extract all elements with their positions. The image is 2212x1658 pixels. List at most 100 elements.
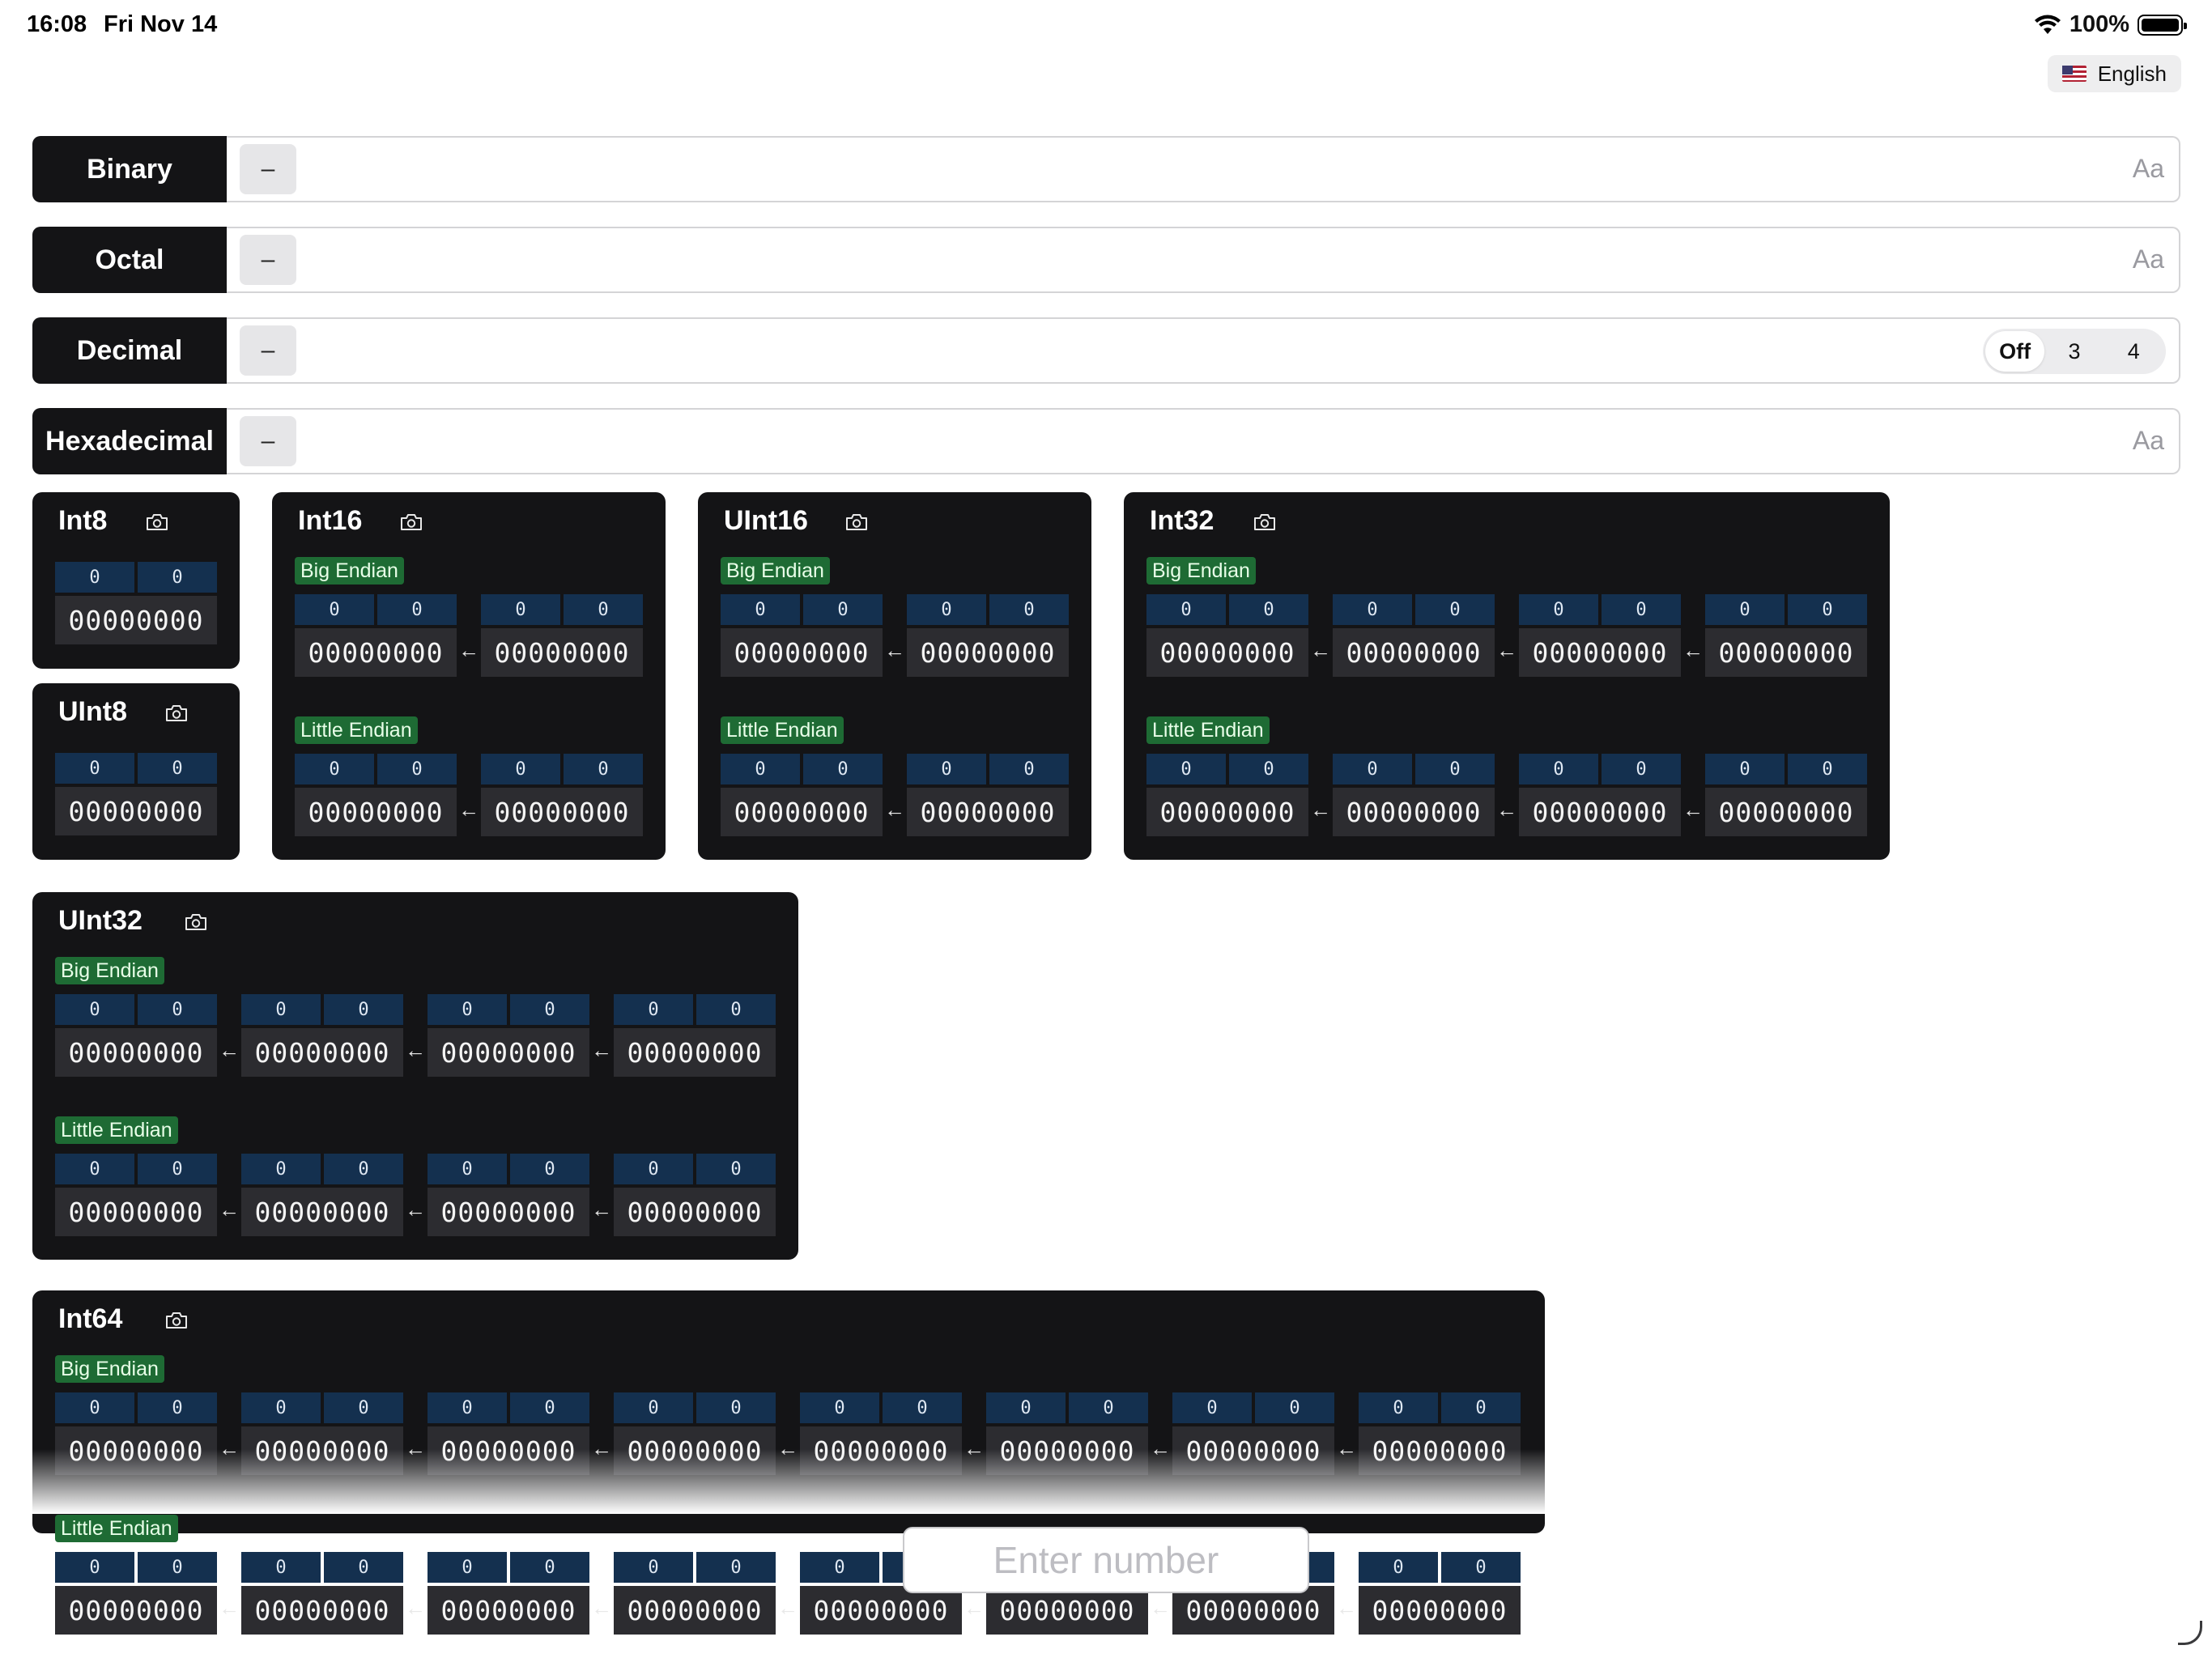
byte-bits: 00000000	[986, 1586, 1148, 1635]
low-nibble: 0	[138, 1552, 217, 1583]
low-nibble: 0	[883, 1392, 962, 1423]
byte-bits: 00000000	[295, 628, 457, 677]
little-endian-badge: Little Endian	[295, 716, 418, 744]
byte-bits: 00000000	[1172, 1586, 1334, 1635]
byte-bits: 00000000	[55, 1586, 217, 1635]
high-nibble: 0	[55, 1552, 134, 1583]
big-endian-badge: Big Endian	[1146, 557, 1256, 585]
arrow-left-icon: ←	[777, 1595, 798, 1620]
camera-icon[interactable]	[185, 913, 207, 931]
high-nibble: 0	[481, 754, 560, 784]
low-nibble: 0	[377, 754, 457, 784]
grouping-off-option[interactable]: Off	[1985, 331, 2045, 372]
low-nibble: 0	[324, 1552, 403, 1583]
byte-bits: 00000000	[1519, 628, 1681, 677]
type-title: UInt32	[58, 905, 143, 936]
arrow-left-icon: ←	[458, 797, 479, 822]
high-nibble: 0	[1146, 594, 1226, 625]
wifi-icon	[2034, 15, 2061, 34]
camera-icon[interactable]	[165, 704, 188, 722]
binary-negate-button[interactable]: –	[240, 144, 296, 194]
high-nibble: 0	[721, 594, 800, 625]
high-nibble: 0	[1333, 594, 1412, 625]
type-title: UInt8	[58, 696, 127, 727]
camera-icon[interactable]	[1253, 513, 1276, 531]
camera-icon[interactable]	[845, 513, 868, 531]
binary-field[interactable]: – Aa	[227, 136, 2180, 202]
high-nibble: 0	[55, 994, 134, 1025]
decimal-negate-button[interactable]: –	[240, 325, 296, 376]
hexadecimal-case-toggle[interactable]: Aa	[2132, 426, 2164, 455]
low-nibble: 0	[696, 1392, 776, 1423]
type-title: Int16	[298, 505, 363, 536]
octal-field[interactable]: – Aa	[227, 227, 2180, 293]
big-endian-badge: Big Endian	[295, 557, 404, 585]
camera-icon[interactable]	[146, 513, 168, 531]
low-nibble: 0	[324, 994, 403, 1025]
low-nibble: 0	[138, 562, 217, 593]
byte-bits: 00000000	[1333, 628, 1495, 677]
high-nibble: 0	[614, 1154, 693, 1184]
hexadecimal-field[interactable]: – Aa	[227, 408, 2180, 474]
arrow-left-icon: ←	[1310, 637, 1331, 662]
byte-bits: 00000000	[800, 1586, 962, 1635]
grouping-3-option[interactable]: 3	[2068, 338, 2081, 363]
arrow-left-icon: ←	[1496, 637, 1517, 662]
binary-row: Binary – Aa	[32, 136, 2180, 202]
octal-case-toggle[interactable]: Aa	[2132, 244, 2164, 274]
byte-bits: 00000000	[428, 1188, 589, 1236]
high-nibble: 0	[1705, 594, 1784, 625]
low-nibble: 0	[803, 594, 883, 625]
low-nibble: 0	[1229, 754, 1308, 784]
decimal-label: Decimal	[32, 317, 227, 384]
high-nibble: 0	[1359, 1392, 1438, 1423]
decimal-field[interactable]: – Off 3 4	[227, 317, 2180, 384]
camera-icon[interactable]	[400, 513, 423, 531]
little-endian-badge: Little Endian	[721, 716, 844, 744]
camera-icon[interactable]	[165, 1312, 188, 1329]
high-nibble: 0	[241, 1392, 321, 1423]
arrow-left-icon: ←	[963, 1595, 985, 1620]
number-input[interactable]	[903, 1527, 1309, 1593]
high-nibble: 0	[907, 594, 986, 625]
high-nibble: 0	[428, 994, 507, 1025]
resize-handle-icon[interactable]	[2178, 1621, 2202, 1645]
language-button[interactable]: English	[2047, 55, 2181, 92]
low-nibble: 0	[510, 1154, 589, 1184]
hexadecimal-negate-button[interactable]: –	[240, 416, 296, 466]
big-endian-badge: Big Endian	[721, 557, 830, 585]
low-nibble: 0	[1788, 754, 1867, 784]
byte-bits: 00000000	[614, 1188, 776, 1236]
low-nibble: 0	[324, 1154, 403, 1184]
arrow-left-icon: ←	[458, 637, 479, 662]
grouping-4-option[interactable]: 4	[2127, 338, 2140, 363]
byte-bits: 00000000	[1146, 788, 1308, 836]
octal-negate-button[interactable]: –	[240, 235, 296, 285]
low-nibble: 0	[564, 754, 643, 784]
high-nibble: 0	[614, 1552, 693, 1583]
byte-bits: 00000000	[614, 1586, 776, 1635]
low-nibble: 0	[1441, 1392, 1521, 1423]
binary-case-toggle[interactable]: Aa	[2132, 154, 2164, 183]
high-nibble: 0	[721, 754, 800, 784]
byte-bits: 00000000	[1705, 628, 1867, 677]
byte-bits: 00000000	[481, 788, 643, 836]
hexadecimal-label: Hexadecimal	[32, 408, 227, 474]
high-nibble: 0	[241, 994, 321, 1025]
low-nibble: 0	[1255, 1392, 1334, 1423]
byte-bits: 00000000	[428, 1028, 589, 1077]
